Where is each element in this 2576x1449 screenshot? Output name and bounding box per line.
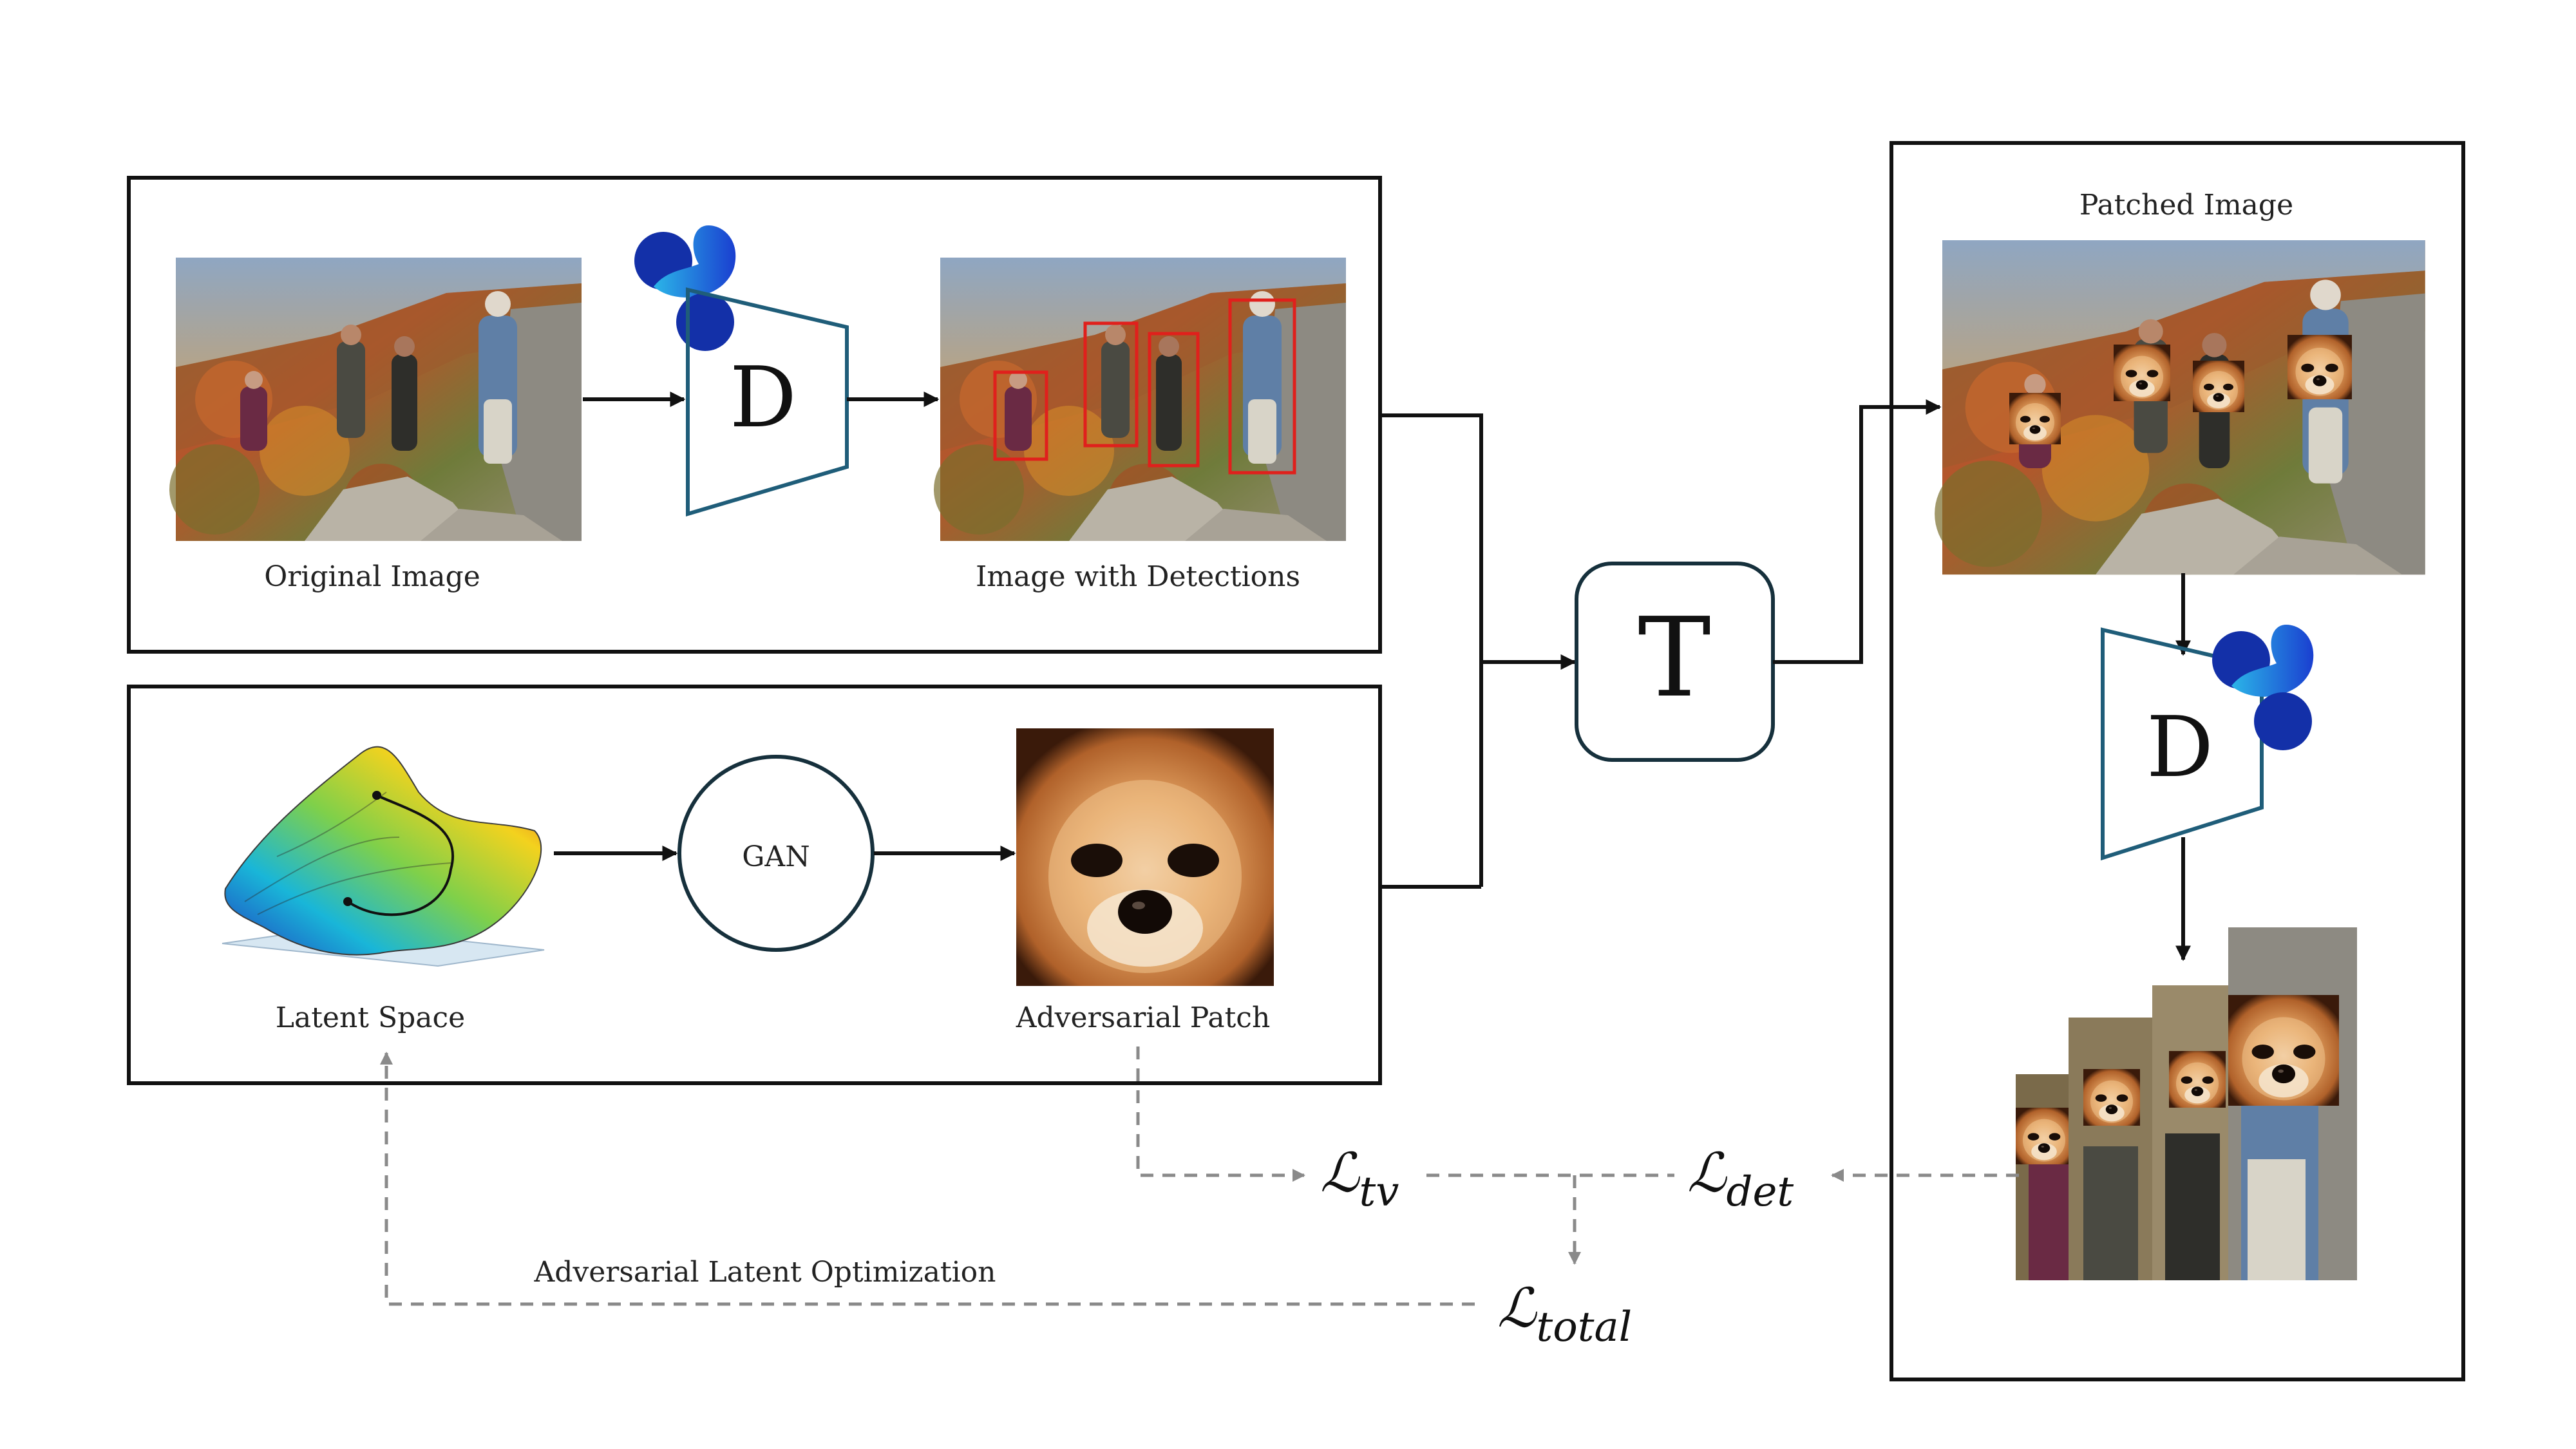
detection-boxes <box>993 298 1296 475</box>
detector-right <box>2101 627 2264 861</box>
transform-label: T <box>1638 594 1710 722</box>
gan-label: GAN <box>742 840 810 873</box>
loss-total-subscript: total <box>1537 1303 1633 1351</box>
loss-det: ℒdet <box>1687 1141 1794 1216</box>
loss-tv-symbol: ℒ <box>1320 1141 1360 1204</box>
patched-image <box>1935 240 2425 575</box>
loss-det-symbol: ℒ <box>1687 1141 1727 1204</box>
detector-logo-icon <box>634 225 736 351</box>
evaluation-panel <box>1889 141 2465 1381</box>
loss-total: ℒtotal <box>1497 1276 1632 1351</box>
patched-image-caption: Patched Image <box>2079 189 2293 222</box>
loss-tv-subscript: tv <box>1359 1168 1399 1216</box>
detector-right-label: D <box>2146 698 2213 796</box>
detector-top-label: D <box>730 348 797 446</box>
image-with-detections-caption: Image with Detections <box>976 560 1300 593</box>
loss-tv: ℒtv <box>1320 1141 1399 1216</box>
loss-total-symbol: ℒ <box>1497 1276 1537 1340</box>
connector-detections <box>1380 413 1483 887</box>
latent-space-surface <box>222 746 545 967</box>
arrow-ltotal-to-latent <box>380 1052 1475 1306</box>
detector-right-logo-icon <box>2212 625 2314 750</box>
latent-space-caption: Latent Space <box>276 1001 465 1034</box>
loss-det-subscript: det <box>1727 1168 1794 1216</box>
adversarial-latent-optimization-label: Adversarial Latent Optimization <box>533 1256 996 1289</box>
gan-node <box>677 755 875 952</box>
original-image-caption: Original Image <box>264 560 480 593</box>
arrow-transform-to-patched <box>1773 399 1942 664</box>
detection-crops <box>2016 927 2357 1280</box>
adversarial-patch-image <box>1016 728 1274 986</box>
adversarial-patch-caption: Adversarial Patch <box>1016 1001 1271 1034</box>
detector-top <box>686 287 849 517</box>
arrow-patch-to-ltv <box>1136 1046 1305 1182</box>
original-image <box>169 258 582 541</box>
